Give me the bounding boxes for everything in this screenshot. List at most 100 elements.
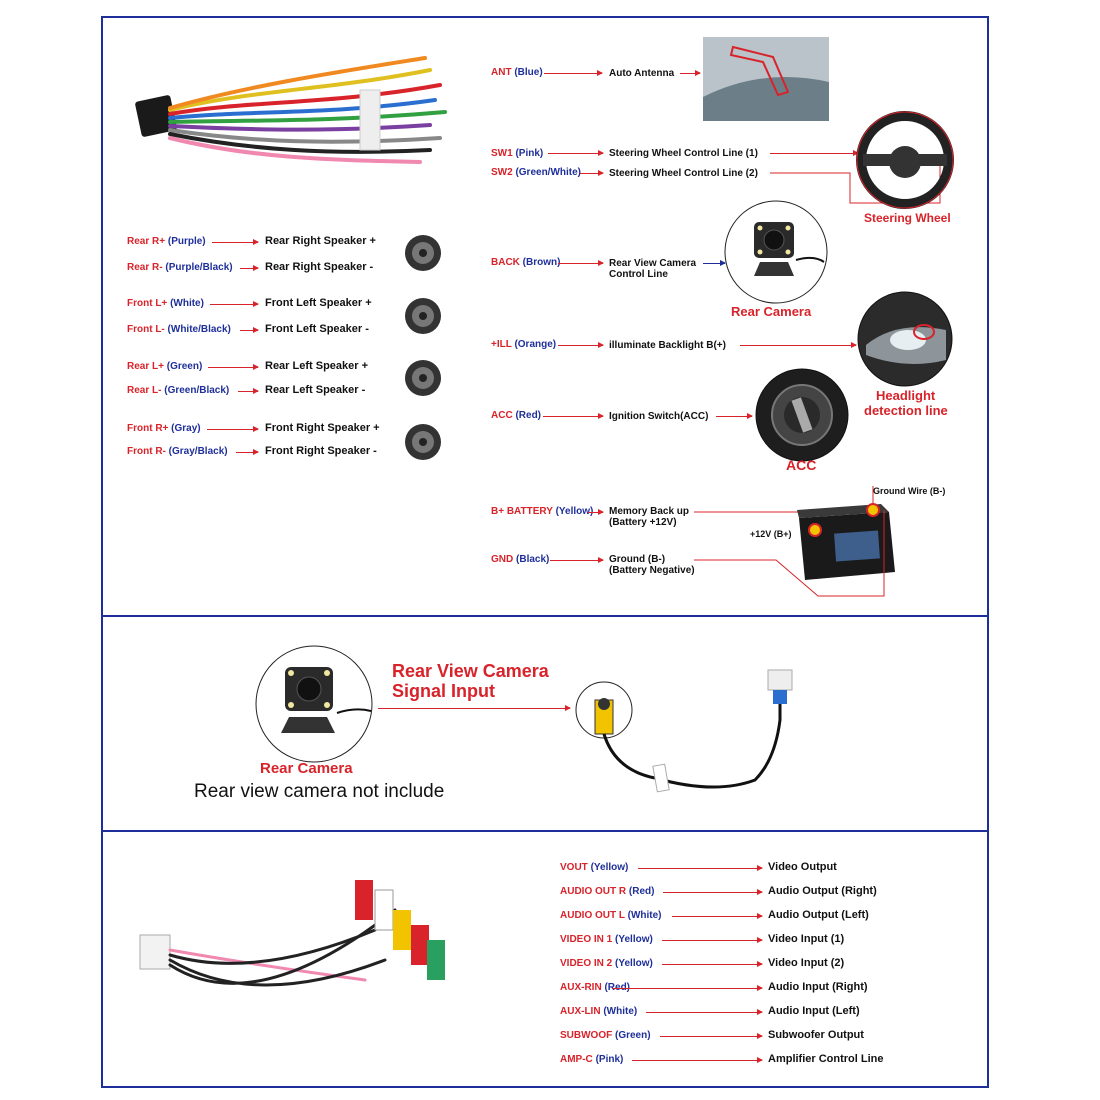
sw2-arrow [580, 170, 604, 176]
sw1-pin: SW1 (Pink) [491, 148, 544, 159]
gnd-desc-1: Ground (B-) [609, 554, 666, 565]
battery-pin: B+ BATTERY (Yellow) [491, 506, 594, 517]
rca-arrow [646, 1009, 763, 1015]
rear-camera-icon [724, 200, 828, 304]
speaker-arrow [210, 301, 259, 307]
speaker-icon [405, 360, 441, 396]
rca-desc: Video Output [768, 861, 837, 873]
rca-desc: Audio Input (Right) [768, 981, 868, 993]
rca-pin-label: VIDEO IN 1 (Yellow) [560, 934, 653, 945]
headlight-caption-1: Headlight [876, 388, 936, 403]
ill-pin: +ILL (Orange) [491, 339, 557, 350]
rca-panel [101, 830, 989, 1088]
rca-pin-label: VOUT (Yellow) [560, 862, 629, 873]
ant-arrow [544, 70, 603, 76]
camera-not-included-note: Rear view camera not include [194, 781, 445, 802]
rca-pin-label: AUX-LIN (White) [560, 1006, 638, 1017]
rca-desc: Audio Output (Right) [768, 885, 877, 897]
rca-pin-label: SUBWOOF (Green) [560, 1030, 651, 1041]
ill-arrow-2 [740, 342, 857, 348]
rca-desc: Video Input (2) [768, 957, 845, 969]
rca-pin-label: AMP-C (Pink) [560, 1054, 624, 1065]
rca-desc: Audio Output (Left) [768, 909, 869, 921]
sw2-desc: Steering Wheel Control Line (2) [609, 168, 758, 179]
rca-arrow [660, 1033, 763, 1039]
speaker-desc: Rear Left Speaker - [265, 384, 366, 396]
speaker-pin-label: Front L- (White/Black) [127, 324, 231, 335]
speaker-arrow [212, 239, 259, 245]
ant-desc: Auto Antenna [609, 68, 675, 79]
ground-line [694, 510, 885, 597]
rca-arrow [672, 913, 763, 919]
camera-section-title-1: Rear View Camera [392, 661, 549, 681]
battery-desc-2: (Battery +12V) [609, 517, 677, 528]
speaker-pin-label: Rear R+ (Purple) [127, 236, 206, 247]
speaker-pin-label: Front R- (Gray/Black) [127, 446, 228, 457]
headlight-icon [857, 291, 953, 387]
speaker-desc: Front Left Speaker + [265, 297, 372, 309]
rca-desc: Subwoofer Output [768, 1029, 864, 1041]
speaker-arrow [236, 449, 259, 455]
battery-arrow [588, 509, 604, 515]
battery-desc-1: Memory Back up [609, 506, 690, 517]
speaker-pin-label: Front R+ (Gray) [127, 423, 201, 434]
rca-camera-cable [575, 669, 793, 793]
sw1-arrow-2 [770, 150, 859, 156]
back-arrow-2 [703, 260, 726, 266]
rca-harness-illustration [139, 880, 445, 987]
speaker-icon [405, 424, 441, 460]
speaker-pin-label: Rear L- (Green/Black) [127, 385, 230, 396]
back-desc-1: Rear View Camera [609, 258, 697, 269]
rca-pin-label: VIDEO IN 2 (Yellow) [560, 958, 653, 969]
speaker-arrow [240, 265, 259, 271]
ground-wire-caption: Ground Wire (B-) [873, 486, 946, 496]
wire-harness-illustration [135, 56, 447, 164]
rca-arrow [612, 985, 763, 991]
speaker-desc: Rear Left Speaker + [265, 360, 369, 372]
steering-wheel-icon [856, 111, 954, 209]
speaker-arrow [238, 388, 259, 394]
speaker-pin-label: Rear L+ (Green) [127, 361, 203, 372]
acc-pin: ACC (Red) [491, 410, 542, 421]
camera-signal-arrow [378, 705, 571, 711]
speaker-desc: Front Right Speaker - [265, 445, 377, 457]
rca-arrow [638, 865, 763, 871]
rca-arrow [663, 889, 763, 895]
rca-arrow [632, 1057, 763, 1063]
rca-pin-label: AUDIO OUT L (White) [560, 910, 662, 921]
antenna-photo [703, 37, 829, 121]
acc-arrow-2 [716, 413, 753, 419]
ill-desc: illuminate Backlight B(+) [609, 340, 726, 351]
back-arrow [558, 260, 604, 266]
speaker-arrow [208, 364, 259, 370]
rca-pin-label: AUX-RIN (Red) [560, 982, 630, 993]
speaker-desc: Front Right Speaker + [265, 422, 380, 434]
speaker-pin-label: Rear R- (Purple/Black) [127, 262, 233, 273]
back-desc-2: Control Line [609, 269, 668, 280]
rca-desc: Audio Input (Left) [768, 1005, 860, 1017]
speaker-icon [405, 235, 441, 271]
gnd-desc-2: (Battery Negative) [609, 565, 695, 576]
rca-desc: Amplifier Control Line [768, 1053, 884, 1065]
plus12v-caption: +12V (B+) [750, 529, 792, 539]
sw1-desc: Steering Wheel Control Line (1) [609, 148, 758, 159]
camera-large-icon [255, 645, 373, 763]
acc-desc: Ignition Switch(ACC) [609, 411, 709, 422]
sw1-arrow [548, 150, 604, 156]
steering-wheel-caption: Steering Wheel [864, 211, 951, 225]
speaker-desc: Rear Right Speaker - [265, 261, 374, 273]
rear-camera-caption: Rear Camera [731, 304, 812, 319]
speaker-arrow [207, 426, 259, 432]
rca-arrow [662, 937, 763, 943]
rca-desc: Video Input (1) [768, 933, 845, 945]
gnd-pin: GND (Black) [491, 554, 550, 565]
camera-section-caption: Rear Camera [260, 760, 353, 777]
speaker-desc: Rear Right Speaker + [265, 235, 376, 247]
speaker-arrow [240, 327, 259, 333]
gnd-arrow [550, 557, 604, 563]
rca-arrow [662, 961, 763, 967]
battery-icon [797, 486, 895, 580]
ignition-icon [755, 368, 849, 462]
rca-pin-label: AUDIO OUT R (Red) [560, 886, 655, 897]
back-pin: BACK (Brown) [491, 257, 561, 268]
